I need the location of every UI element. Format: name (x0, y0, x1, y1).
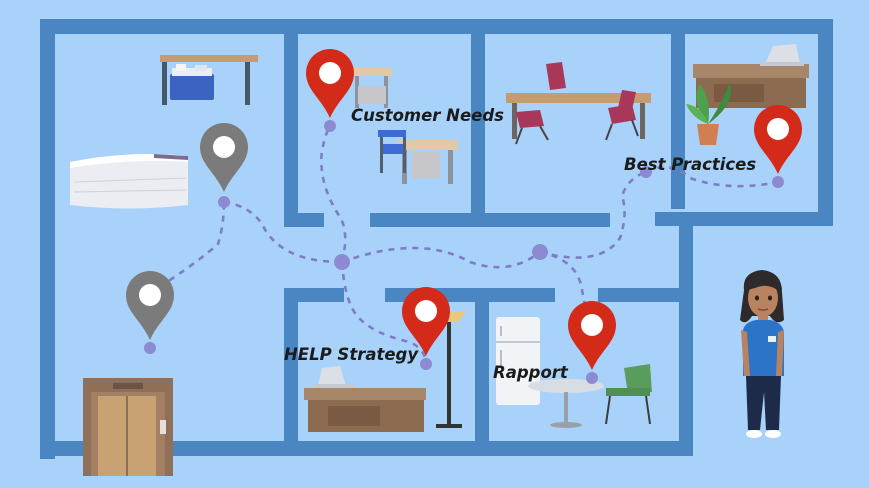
map-pin-icon[interactable] (568, 301, 616, 370)
refrigerator (496, 317, 540, 405)
walking-path (148, 125, 779, 379)
map-pin-icon[interactable] (754, 105, 802, 174)
map-pin-icon[interactable] (402, 287, 450, 356)
map-pin-icon[interactable] (200, 123, 248, 192)
green-chair (605, 364, 652, 425)
desk-with-box (160, 55, 258, 105)
potted-plant (686, 82, 732, 145)
office-desk-with-laptop (693, 44, 809, 108)
office-desk-bottom (304, 366, 426, 432)
reception-counter (70, 154, 188, 209)
elevator (83, 378, 173, 476)
round-table (528, 379, 604, 428)
guide-character (740, 270, 784, 438)
path-waypoints (144, 120, 784, 384)
map-pin-icon[interactable] (306, 49, 354, 118)
label-rapport[interactable]: Rapport (493, 363, 569, 382)
label-best-practices[interactable]: Best Practices (624, 155, 756, 174)
building-walls (40, 19, 833, 459)
label-customer-needs[interactable]: Customer Needs (351, 106, 504, 125)
conference-table (506, 62, 651, 145)
map-pin-icon[interactable] (126, 271, 174, 340)
label-help-strategy[interactable]: HELP Strategy (284, 345, 419, 364)
